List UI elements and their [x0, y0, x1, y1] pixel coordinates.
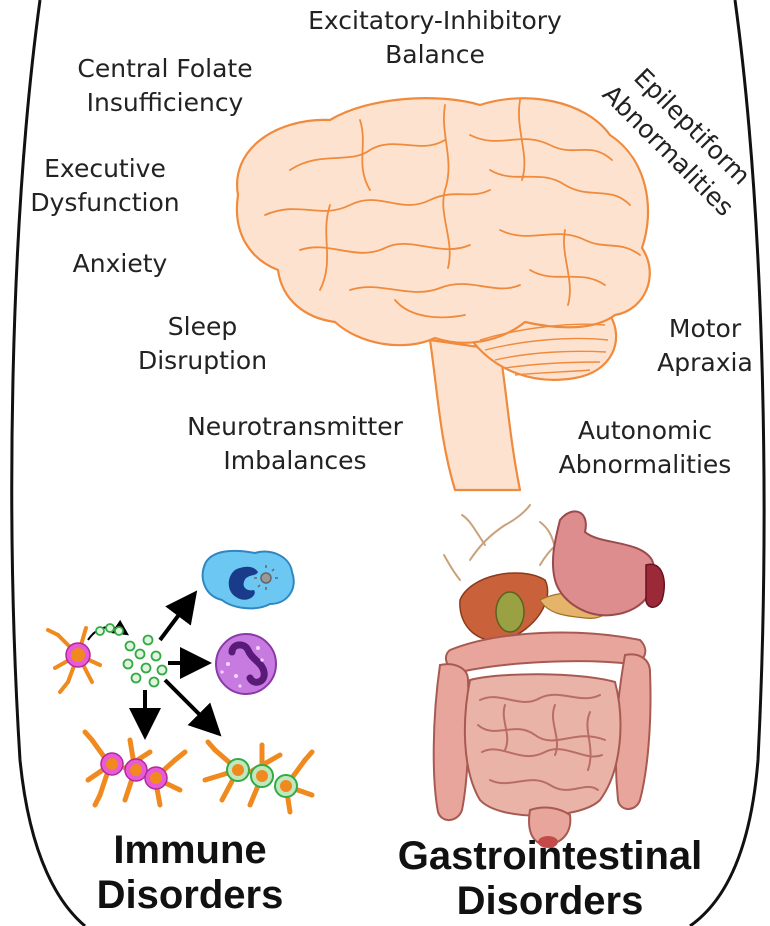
title-immune-disorders: Immune Disorders [70, 828, 310, 918]
title-gastrointestinal-disorders: Gastrointestinal Disorders [360, 834, 740, 924]
